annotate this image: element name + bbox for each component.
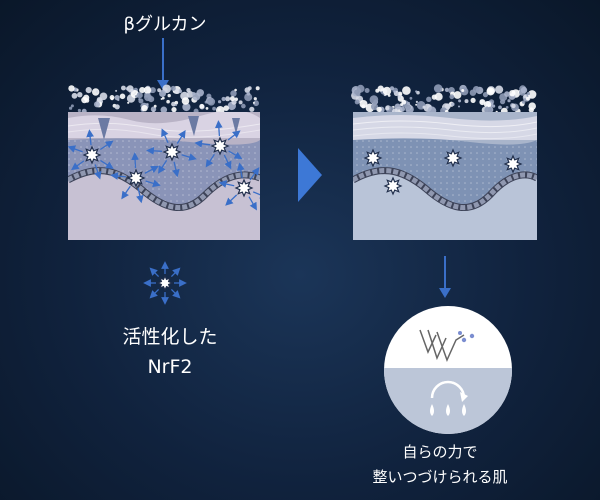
- nrf2-legend-icon: [143, 261, 187, 305]
- nrf2-star-icon: [383, 176, 403, 196]
- skin-after-panel: [351, 84, 537, 240]
- nrf2-star-icon: [156, 274, 174, 292]
- self-regulating-skin-label: 自らの力で 整いつづけられる肌: [372, 443, 508, 486]
- nrf2-star-icon: [443, 148, 463, 168]
- nrf2-star-icon: [234, 178, 254, 198]
- nrf2-star-icon: [162, 142, 182, 162]
- water-drop-icon: [430, 404, 466, 416]
- uv-zigzag-icon: [419, 329, 465, 363]
- nrf2-star-icon: [126, 168, 146, 188]
- skin-before-panel: [68, 84, 260, 240]
- skin-function-circle: [384, 306, 512, 434]
- beta-glucan-label: βグルカン: [123, 14, 207, 35]
- nrf2-star-icon: [210, 136, 230, 156]
- particles-left: [68, 84, 260, 115]
- particles-right: [351, 84, 537, 116]
- circular-arrow-icon: [430, 380, 466, 399]
- activated-nrf2-label: 活性化した NrF2: [122, 326, 218, 378]
- down-arrow: [439, 256, 451, 298]
- nrf2-star-icon: [363, 148, 383, 168]
- beta-glucan-arrow: [157, 38, 169, 90]
- nrf2-star-icon: [82, 145, 102, 165]
- triangle-right-icon: [298, 148, 322, 202]
- nrf2-star-icon: [503, 154, 523, 174]
